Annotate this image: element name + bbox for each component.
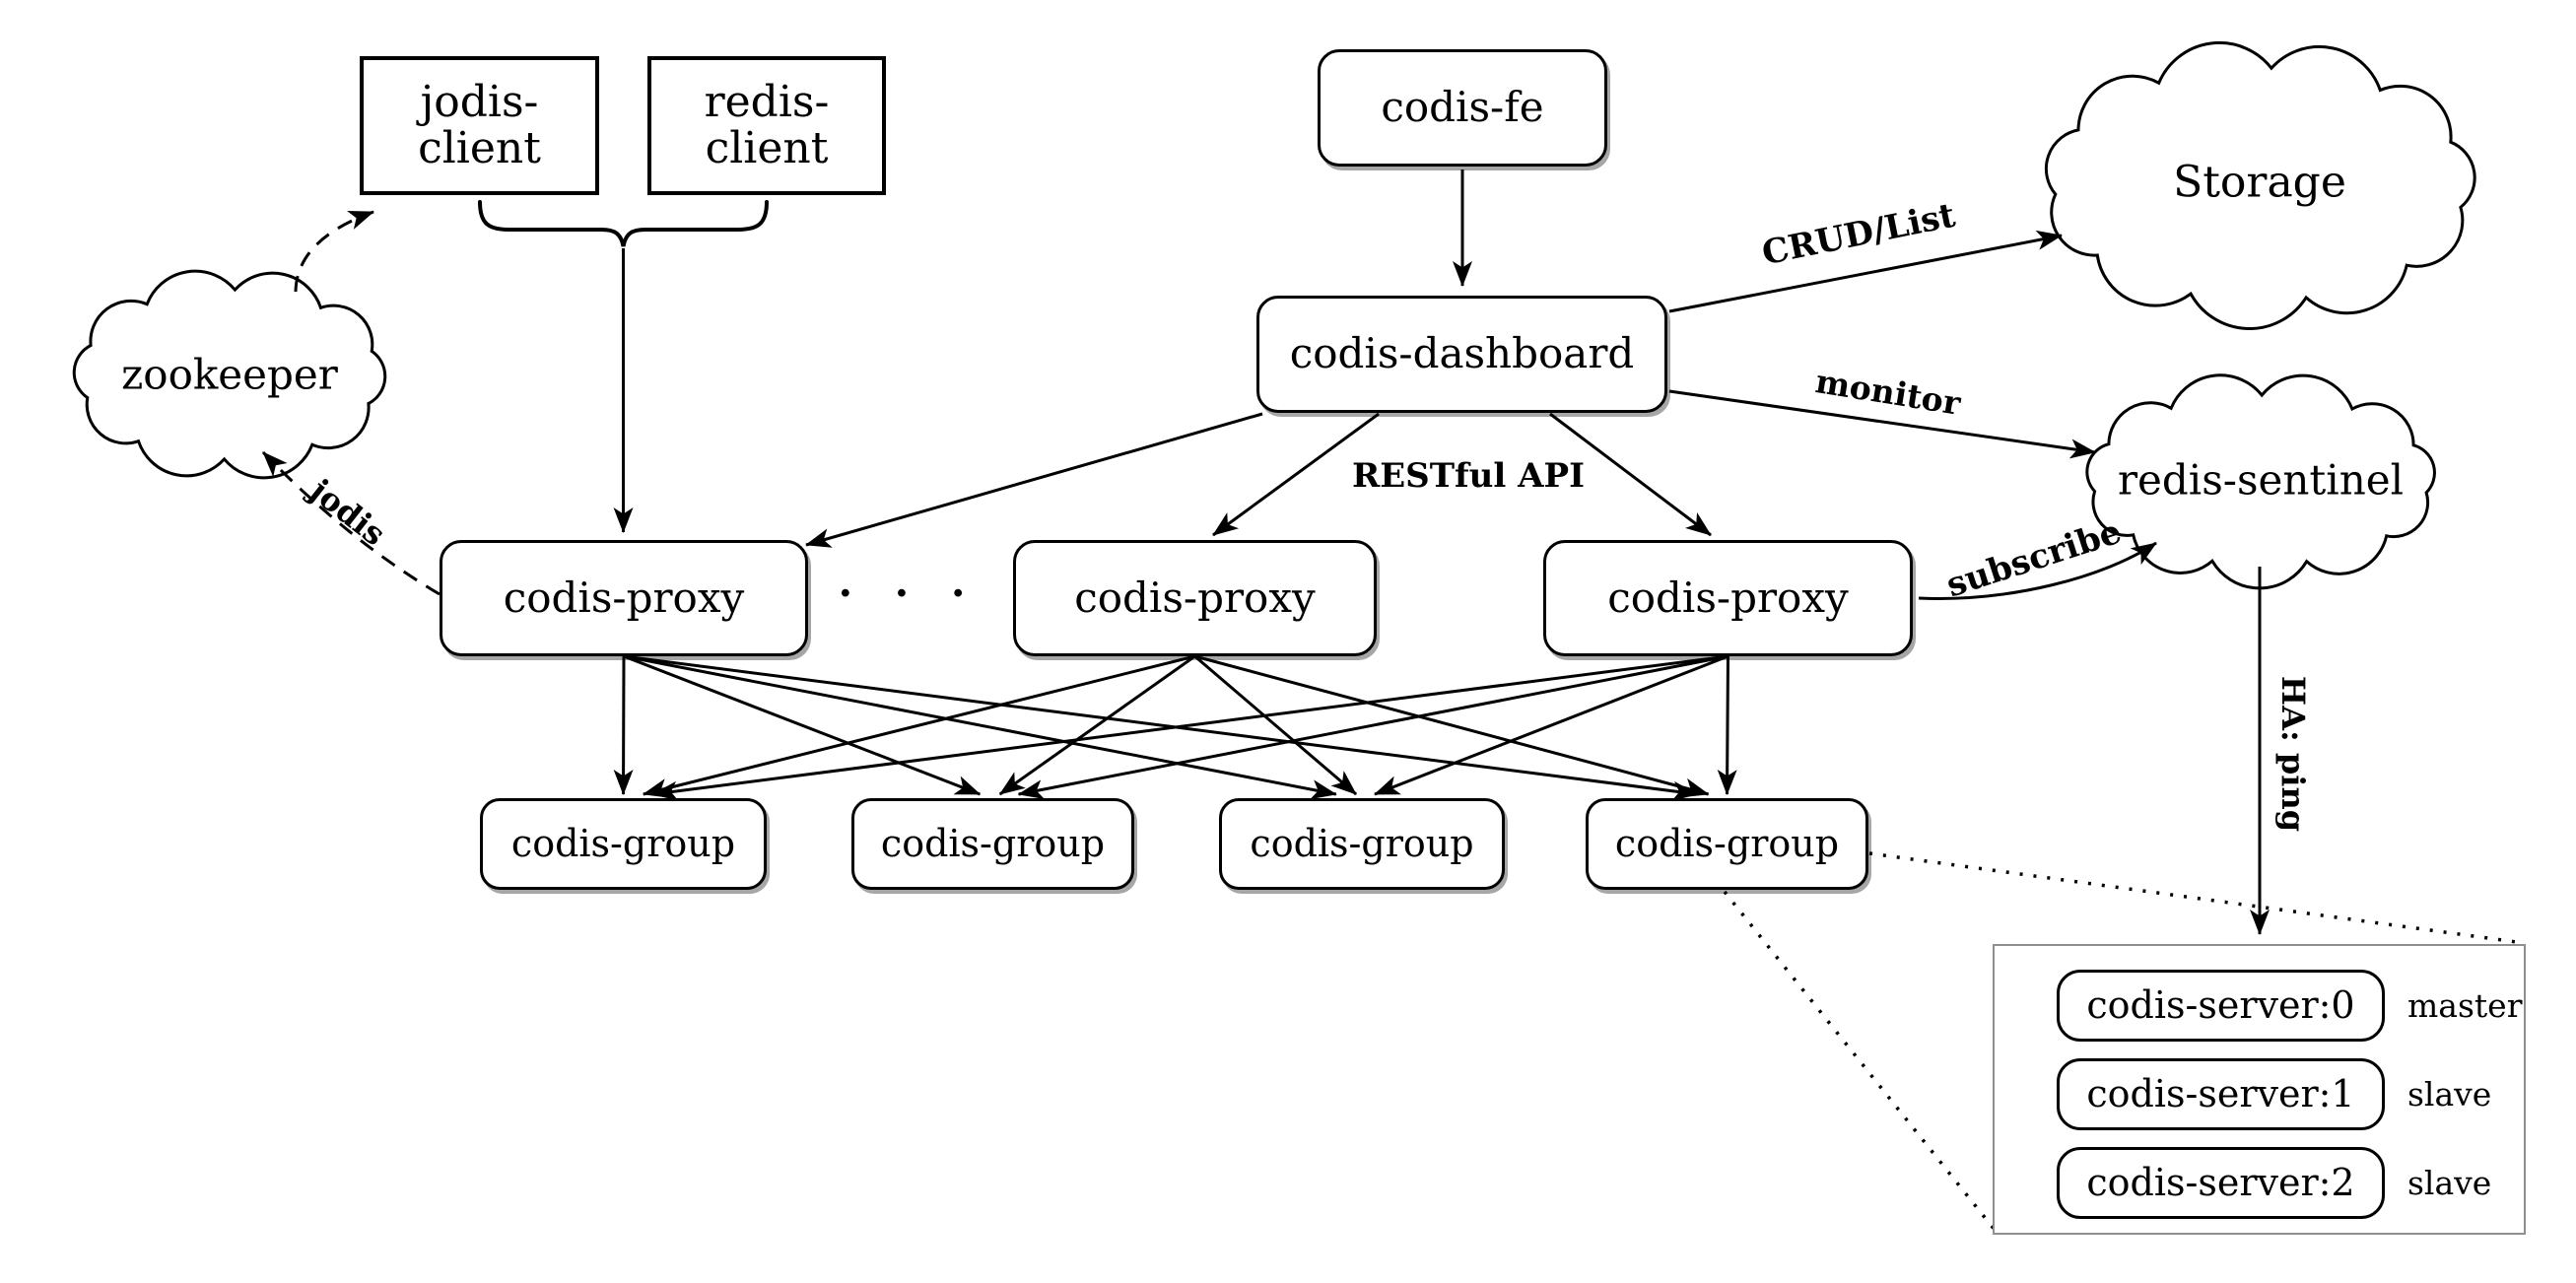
- node-codis-group-1: codis-group: [480, 798, 767, 890]
- edge-dashboard-to-proxy3: [1549, 412, 1712, 537]
- edge-dashboard-to-sentinel-monitor: [1668, 389, 2096, 459]
- edge-dashboard-to-proxy1: [805, 412, 1263, 548]
- dotted-group4-to-container-bottom: [1723, 890, 1997, 1232]
- edge-proxy3-to-group1: [651, 654, 1729, 801]
- dotted-group4-to-container-top: [1868, 851, 2518, 944]
- edge-proxy1-to-group1: [613, 655, 634, 795]
- node-codis-server-0: codis-server:0: [2057, 970, 2385, 1042]
- node-codis-dashboard: codis-dashboard: [1256, 296, 1667, 413]
- node-codis-server-2: codis-server:2: [2057, 1147, 2385, 1219]
- node-codis-group-3: codis-group: [1219, 798, 1505, 890]
- edge-label-restful-api: RESTful API: [1352, 456, 1585, 496]
- node-codis-proxy-2: codis-proxy: [1013, 540, 1377, 656]
- edge-proxy3-to-group3: [1374, 654, 1729, 796]
- edge-proxy3-subscribe-sentinel: [1918, 541, 2157, 600]
- zookeeper-cloud: [72, 269, 387, 480]
- zookeeper-label: zookeeper: [121, 350, 338, 399]
- server-0-role-label: master: [2407, 986, 2523, 1025]
- edge-proxy2-to-group2: [998, 654, 1196, 796]
- edge-proxy2-to-group3: [1193, 654, 1358, 796]
- edge-dashboard-to-storage-crud: [1668, 230, 2063, 313]
- node-codis-proxy-3: codis-proxy: [1543, 540, 1913, 656]
- node-codis-proxy-1: codis-proxy: [440, 540, 808, 656]
- redis-sentinel-label: redis-sentinel: [2117, 455, 2405, 505]
- node-redis-client: redis-client: [647, 56, 886, 195]
- node-codis-group-2: codis-group: [851, 798, 1134, 890]
- edge-label-ha-ping: HA: ping: [2274, 675, 2312, 833]
- edge-proxy1-jodis-zookeeper: [261, 450, 441, 596]
- edge-proxy2-to-group1: [642, 654, 1195, 798]
- storage-label: Storage: [2173, 157, 2346, 208]
- server-2-role-label: slave: [2407, 1164, 2492, 1202]
- node-codis-group-4: codis-group: [1586, 798, 1868, 890]
- edge-dashboard-to-proxy2: [1212, 412, 1380, 537]
- edge-proxy1-to-group4: [623, 654, 1699, 801]
- edge-proxy2-to-group4: [1194, 654, 1710, 798]
- edge-proxy3-to-group4: [1717, 655, 1737, 795]
- edge-proxy1-to-group2: [623, 654, 982, 796]
- clients-underbrace: [478, 200, 769, 247]
- proxy-ellipsis: · · ·: [838, 569, 980, 618]
- edge-proxy3-to-group2: [1017, 654, 1729, 800]
- storage-cloud: [2044, 40, 2476, 330]
- node-codis-fe: codis-fe: [1318, 49, 1607, 167]
- node-jodis-client: jodis-client: [360, 56, 599, 195]
- edge-zookeeper-to-jodis-client: [294, 210, 374, 293]
- redis-sentinel-cloud: [2085, 373, 2436, 590]
- server-1-role-label: slave: [2407, 1075, 2492, 1114]
- node-codis-server-1: codis-server:1: [2057, 1058, 2385, 1130]
- edge-proxy1-to-group3: [623, 654, 1337, 800]
